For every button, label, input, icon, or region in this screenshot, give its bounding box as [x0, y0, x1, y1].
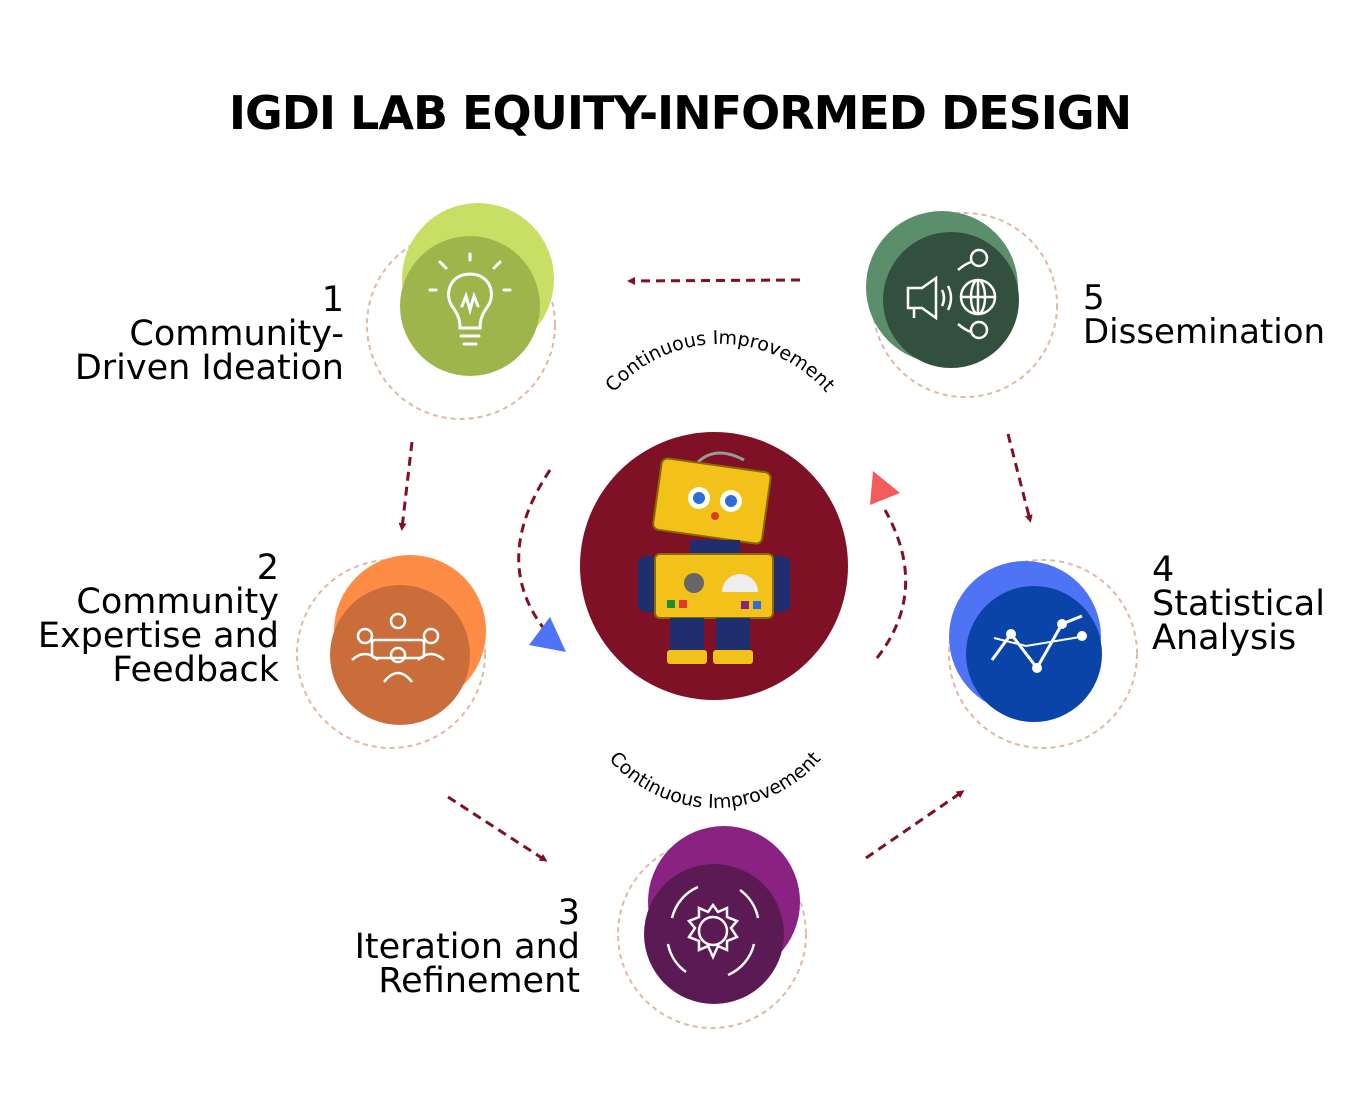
step-1-label: 1 Community- Driven Ideation [74, 280, 344, 388]
step-5-node [866, 211, 1058, 398]
step-2-node [296, 555, 486, 749]
step-4-line-2: Analysis [1152, 618, 1297, 658]
step-5-number: 5 [1083, 278, 1105, 318]
line-chart-icon [990, 614, 1087, 673]
step-1-line-2: Driven Ideation [74, 348, 344, 388]
step-5-label: 5 Dissemination [1083, 281, 1325, 349]
step-2-label: 2 Community Expertise and Feedback [37, 548, 279, 690]
arrow-5-to-4 [1006, 433, 1033, 523]
continuous-improvement-cycle [517, 469, 908, 659]
page-title: IGDI LAB EQUITY-INFORMED DESIGN [228, 86, 1132, 140]
cycle-arc-left [517, 469, 552, 631]
cycle-marker-red [870, 471, 900, 505]
cycle-arc-right [875, 509, 908, 659]
step-4-line-1: Statistical [1152, 584, 1325, 624]
step-1-node [366, 203, 556, 420]
step-3-line-2: Refinement [378, 961, 580, 1001]
step-2-number: 2 [256, 548, 279, 588]
cycle-caption-bottom: Continuous Improvement [605, 747, 825, 813]
step-3-number: 3 [557, 893, 580, 933]
arrow-1-to-2 [398, 441, 414, 531]
megaphone-globe-icon [906, 248, 997, 340]
step-4-label: 4 Statistical Analysis [1152, 550, 1325, 658]
arrow-5-to-1 [627, 276, 801, 285]
step-3-label: 3 Iteration and Refinement [354, 893, 580, 1001]
step-2-line-1: Community [76, 582, 279, 622]
step-1-line-1: Community- [129, 314, 344, 354]
step-3-node [617, 826, 807, 1029]
cycle-marker-blue [529, 617, 566, 652]
step-3-line-1: Iteration and [354, 927, 580, 967]
step-4-number: 4 [1152, 550, 1175, 590]
cycle-caption-top: Continuous Improvement [601, 327, 839, 397]
step-2-line-2: Expertise and [37, 616, 279, 656]
gear-cycle-icon [666, 885, 760, 977]
lightbulb-icon [428, 252, 512, 346]
meeting-icon [351, 612, 445, 683]
robot-illustration [638, 451, 790, 664]
step-2-line-3: Feedback [112, 650, 279, 690]
arrow-3-to-4 [865, 790, 965, 860]
arrow-2-to-3 [447, 795, 548, 862]
step-4-node [948, 559, 1138, 749]
step-5-line-1: Dissemination [1083, 312, 1326, 352]
flow-arrows [398, 276, 1033, 862]
step-1-number: 1 [321, 280, 344, 320]
